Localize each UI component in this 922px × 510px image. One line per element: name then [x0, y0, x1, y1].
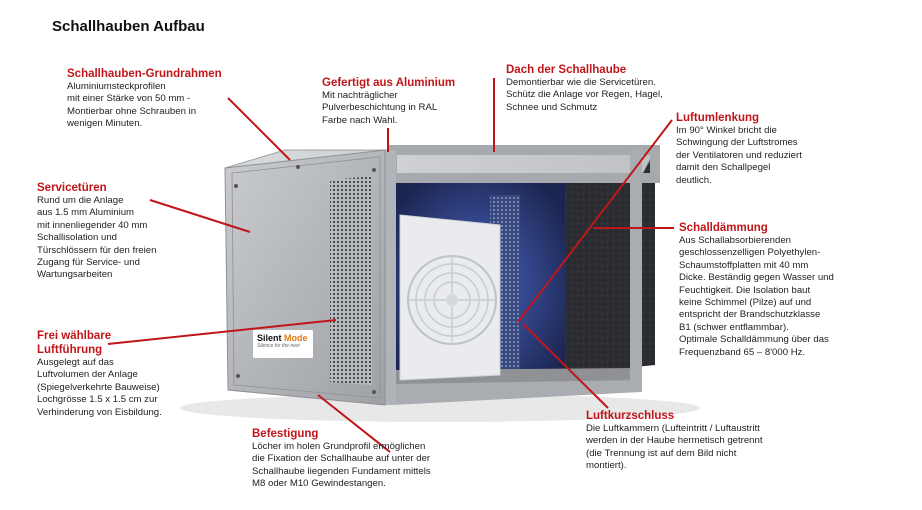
heat-pump-unit — [399, 214, 501, 381]
brand-name-accent: Mode — [284, 333, 308, 343]
callout-body: Aluminiumsteckprofilen mit einer Stärke … — [67, 81, 197, 130]
perforated-intake — [330, 176, 372, 385]
callout-body: Demontierbar wie die Servicetüren. Schüt… — [506, 77, 663, 113]
leader-servicetueren — [149, 199, 251, 233]
callout-body: Mit nachträglicher Pulverbeschichtung in… — [322, 90, 438, 126]
brand-name-main: Silent — [257, 333, 285, 343]
callout-grundrahmen: Schallhauben-Grundrahmen Aluminiumsteckp… — [67, 67, 257, 131]
page-title: Schallhauben Aufbau — [52, 18, 205, 35]
leader-luftfuehrung — [107, 319, 337, 345]
callout-heading: Befestigung — [252, 428, 319, 440]
leader-grundrahmen — [227, 97, 291, 161]
callout-luftfuehrung: Frei wählbare Luftführung Ausgelegt auf … — [37, 329, 197, 419]
callout-heading: Schallhauben-Grundrahmen — [67, 68, 222, 80]
callout-body: Im 90° Winkel bricht die Schwingung der … — [676, 125, 802, 186]
floor-shadow — [180, 394, 700, 422]
callout-luftumlenkung: Luftumlenkung Im 90° Winkel bricht die S… — [676, 111, 826, 187]
callout-servicetueren: Servicetüren Rund um die Anlage aus 1.5 … — [37, 181, 187, 282]
callout-body: Rund um die Anlage aus 1.5 mm Aluminium … — [37, 195, 157, 281]
callout-body: Aus Schallabsorbierenden geschlossenzell… — [679, 235, 834, 358]
leader-befestigung — [317, 394, 391, 453]
callout-body: Ausgelegt auf das Luftvolumen der Anlage… — [37, 357, 162, 418]
callout-befestigung: Befestigung Löcher im holen Grundprofil … — [252, 427, 487, 491]
callout-heading: Schalldämmung — [679, 222, 768, 234]
callout-heading: Luftumlenkung — [676, 112, 760, 124]
brand-label: Silent Mode Silence for the next — [253, 330, 313, 358]
interior-foam-right — [560, 178, 630, 375]
leader-luftumlenkung — [517, 119, 673, 323]
callout-body: Löcher im holen Grundprofil ermöglichen … — [252, 441, 431, 490]
front-frame-right — [630, 150, 642, 388]
brand-name: Silent Mode — [253, 330, 313, 343]
callout-heading: Servicetüren — [37, 182, 107, 194]
callout-heading: Frei wählbare Luftführung — [37, 330, 112, 356]
callout-body: Die Luftkammern (Lufteintritt / Luftaust… — [586, 423, 763, 472]
callout-heading: Gefertigt aus Aluminium — [322, 77, 456, 89]
callout-aluminium: Gefertigt aus Aluminium Mit nachträglich… — [322, 76, 472, 127]
callout-schalldaemmung: Schalldämmung Aus Schallabsorbierenden g… — [679, 221, 859, 359]
callout-heading: Dach der Schallhaube — [506, 64, 627, 76]
callout-kurzschluss: Luftkurzschluss Die Luftkammern (Luftein… — [586, 409, 801, 473]
front-frame-bottom — [392, 380, 642, 405]
leader-kurzschluss — [522, 323, 609, 409]
brand-tagline: Silence for the next — [257, 343, 300, 349]
callout-dach: Dach der Schallhaube Demontierbar wie di… — [506, 63, 691, 114]
callout-heading: Luftkurzschluss — [586, 410, 675, 422]
front-frame-left — [384, 150, 396, 405]
